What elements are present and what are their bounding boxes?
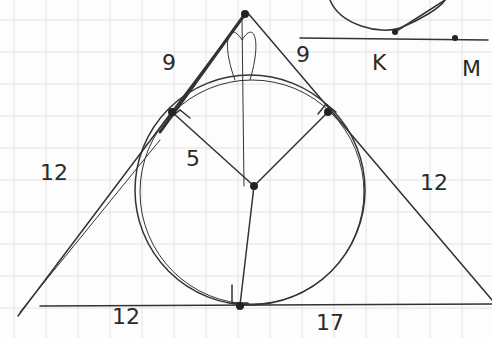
triangle-side [247, 12, 492, 300]
dimension-label: K [372, 52, 386, 74]
incircle [135, 75, 365, 305]
dimension-label: 17 [316, 312, 344, 334]
right-angle-mark [232, 285, 248, 303]
dimension-label: 5 [186, 148, 200, 170]
doodle [227, 32, 255, 80]
dimension-label: 9 [162, 52, 176, 74]
dimension-label: M [462, 58, 481, 80]
tangent-point [324, 108, 332, 116]
radius [172, 112, 254, 186]
point [392, 29, 398, 35]
center-point [250, 182, 258, 190]
dimension-label: 12 [420, 172, 448, 194]
triangle-side [18, 12, 247, 316]
radius [254, 112, 328, 186]
axis-line [242, 18, 244, 186]
dimension-label: 12 [40, 162, 68, 184]
dimension-label: 9 [296, 44, 310, 66]
dimension-label: 12 [112, 306, 140, 328]
incircle [140, 80, 364, 304]
small-circle [330, 0, 445, 30]
construction-line [20, 140, 160, 312]
radius [240, 186, 254, 305]
point [452, 35, 458, 41]
line [395, 0, 445, 32]
tangent-point [168, 108, 176, 116]
vertex-point [241, 10, 249, 18]
line [300, 38, 488, 40]
tangent-point [236, 302, 244, 310]
